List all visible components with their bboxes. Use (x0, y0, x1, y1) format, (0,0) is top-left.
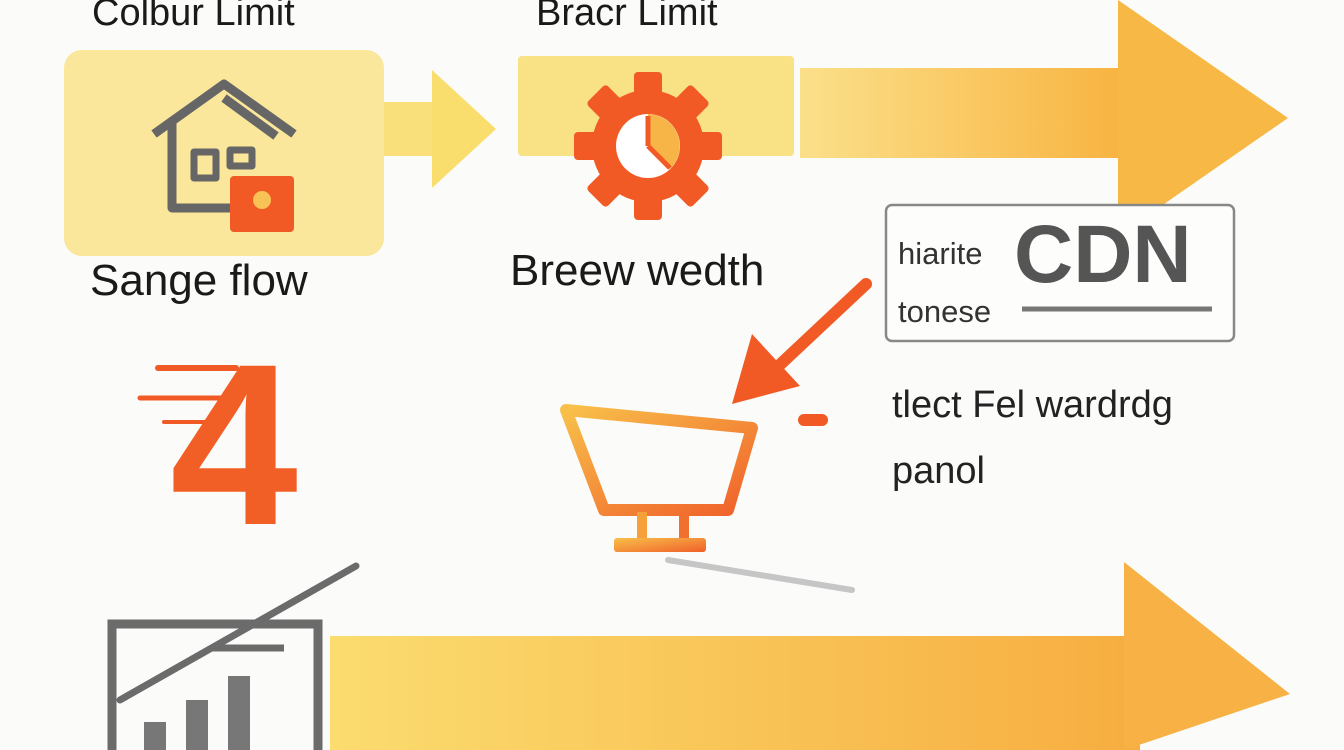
caption-left: Sange flow (90, 256, 308, 305)
label-top-left: Colbur Limit (92, 0, 295, 34)
right-text-line-1: tlect Fel wardrdg (892, 384, 1173, 426)
bar-chart-icon (107, 562, 360, 750)
big-number-four: 4 (170, 316, 298, 573)
small-arrow (384, 70, 496, 188)
label-top-middle: Bracr Limit (536, 0, 718, 34)
speed-lines (137, 365, 239, 424)
house-box (64, 50, 384, 256)
house-icon (151, 79, 297, 213)
cdn-small-text-2: tonese (898, 294, 992, 329)
bottom-arrow (330, 562, 1290, 750)
house-badge-dot (253, 191, 271, 209)
cdn-big-text: CDN (1014, 209, 1192, 300)
pointer-arrow (732, 278, 872, 404)
cart-icon (560, 404, 758, 552)
right-text-line-2: panol (892, 450, 985, 492)
cdn-small-text-1: hiarite (898, 236, 983, 271)
cart-shadow (665, 557, 855, 593)
gear-clock-icon (574, 72, 722, 220)
caption-middle: Breew wedth (510, 246, 765, 295)
red-dash (798, 414, 828, 426)
top-right-arrow (800, 0, 1288, 236)
